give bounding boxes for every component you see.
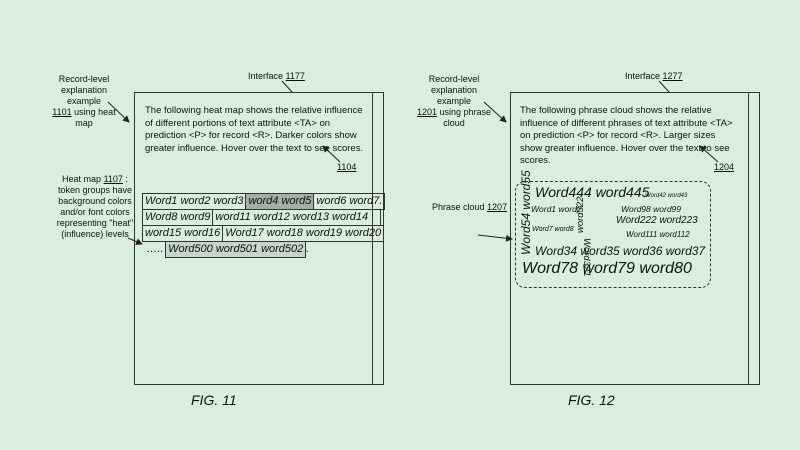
heatmap-row: …..Word500 word501 word502. <box>144 241 309 258</box>
cloud-phrase[interactable]: Word42 word43 <box>645 193 688 199</box>
token-group: ….. <box>146 243 164 255</box>
arrow-fig11-example <box>107 101 130 123</box>
token-group[interactable]: word4 word5 <box>245 194 315 209</box>
fig11-caption: FIG. 11 <box>191 392 237 408</box>
arrow-fig12-ref <box>699 145 719 163</box>
cloud-phrase[interactable]: Word78 word79 word80 <box>522 260 692 277</box>
fig12-caption: FIG. 12 <box>568 392 615 408</box>
fig11-panel-ref: 1104 <box>337 162 357 172</box>
cloud-phrase[interactable]: Word1 word2 <box>531 204 582 214</box>
arrow-fig12-cloud <box>477 234 513 242</box>
token-group[interactable]: word11 word12 word13 word14 <box>215 211 369 223</box>
phrase-cloud <box>515 181 711 288</box>
fig11-panel-text: The following heat map shows the relativ… <box>145 105 364 154</box>
cloud-phrase[interactable]: Word111 word112 <box>626 230 690 239</box>
fig12-panel-ref: 1204 <box>714 162 735 172</box>
token-group[interactable]: Word500 word501 word502 <box>165 241 307 258</box>
token-group: . <box>306 243 310 255</box>
fig12-interface-label: Interface 1277 <box>625 71 683 81</box>
cloud-phrase[interactable]: Word34 word35 word36 word37 <box>535 244 706 258</box>
arrow-fig11-interface <box>281 80 293 93</box>
fig11-example-label: Record-level explanation example 1101 us… <box>52 74 116 128</box>
fig12-example-label: Record-level explanation example 1201 us… <box>416 74 492 128</box>
token-group[interactable]: word6 word7. <box>316 195 383 207</box>
cloud-phrase[interactable]: Word98 word99 <box>621 204 682 214</box>
arrow-fig11-heatmap <box>127 237 143 245</box>
fig11-panel-divider <box>372 93 373 384</box>
arrow-fig12-example <box>483 101 507 123</box>
arrow-fig12-interface <box>658 80 670 93</box>
cloud-phrase[interactable]: Word7 word8 <box>532 226 574 233</box>
fig12-panel-divider <box>748 93 749 384</box>
arrow-fig11-ref <box>322 145 341 163</box>
token-group[interactable]: Word8 word9 <box>143 210 214 225</box>
fig11-heatmap-label: Heat map 1107 : token groups have backgr… <box>56 174 134 239</box>
cloud-phrase[interactable]: Word444 word445 <box>535 184 650 200</box>
cloud-phrase[interactable]: Word222 word223 <box>616 215 698 226</box>
token-group[interactable]: Word17 word18 word19 word20 <box>225 227 382 239</box>
fig11-interface-label: Interface 1177 <box>248 71 305 81</box>
fig12-cloud-label: Phrase cloud 1207 <box>432 202 508 212</box>
token-group[interactable]: word15 word16 <box>143 226 224 241</box>
token-group[interactable]: Word1 word2 word3 <box>145 195 244 207</box>
fig12-panel-text: The following phrase cloud shows the rel… <box>520 105 733 166</box>
